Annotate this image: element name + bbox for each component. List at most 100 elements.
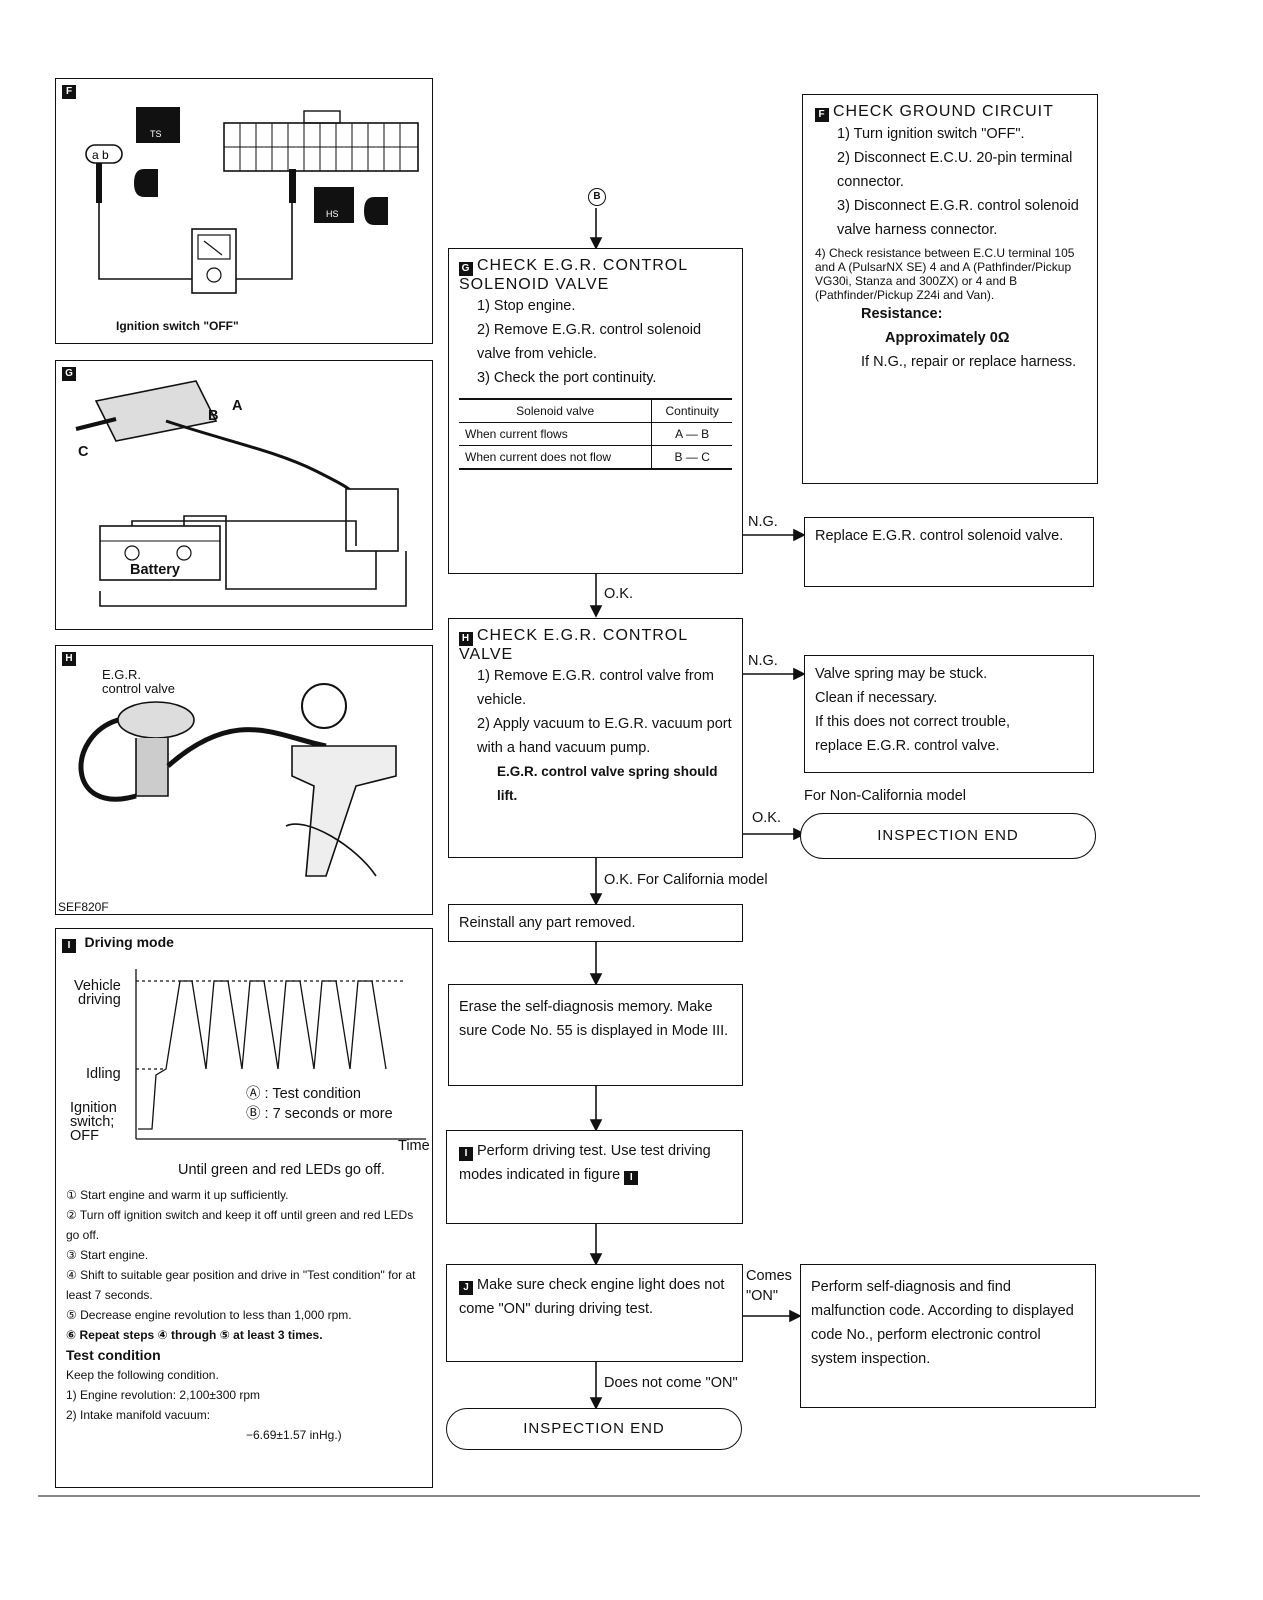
- ok-label-1: O.K.: [604, 586, 634, 602]
- box-f-ng: If N.G., repair or replace harness.: [861, 354, 1077, 370]
- legend-b: Ⓑ : 7 seconds or more: [246, 1106, 393, 1122]
- panel-badge: H: [62, 652, 76, 666]
- solenoid-battery-diagram: [75, 380, 407, 607]
- driving-steps: ① Start engine and warm it up sufficient…: [66, 1185, 424, 1445]
- driving-mode-header: I Driving mode: [62, 934, 174, 953]
- erase-memory-box: Erase the self-diagnosis memory. Make su…: [448, 984, 743, 1086]
- figure-ref-badge: I: [624, 1171, 639, 1185]
- driving-mode-chart: [135, 969, 426, 1140]
- ok-label-2: O.K.: [752, 810, 782, 826]
- box-badge: J: [459, 1281, 473, 1295]
- table-cell: When current does not flow: [459, 445, 653, 469]
- y-label-vehicle: Vehicle driving: [74, 978, 121, 1008]
- valve-line: Valve spring may be stuck.: [815, 666, 988, 682]
- test-1: 1) Engine revolution: 2,100±300 rpm: [66, 1388, 261, 1402]
- port-a-label: A: [232, 398, 243, 414]
- svg-text:a b: a b: [92, 148, 109, 162]
- resistance-value: Approximately 0Ω: [885, 330, 1010, 346]
- egr-valve-label: E.G.R. control valve: [102, 667, 175, 696]
- x-label-time: Time: [398, 1138, 430, 1154]
- table-head: Continuity: [665, 404, 719, 418]
- legend-a-text: : Test condition: [264, 1086, 361, 1102]
- panel-badge: I: [62, 939, 76, 953]
- replace-solenoid-box: Replace E.G.R. control solenoid valve.: [804, 517, 1094, 587]
- ng-label-2: N.G.: [748, 653, 778, 669]
- box-badge: G: [459, 262, 473, 276]
- test-intro: Keep the following condition.: [66, 1368, 219, 1382]
- y-label-ignition: Ignition switch; OFF: [70, 1100, 117, 1144]
- inspection-end-1: INSPECTION END: [800, 813, 1096, 859]
- non-california-label: For Non-California model: [804, 788, 966, 804]
- box-f-step-4: 4) Check resistance between E.C.U termin…: [815, 246, 1075, 302]
- step-4: ④ Shift to suitable gear position and dr…: [66, 1268, 416, 1302]
- svg-text:HS: HS: [326, 209, 339, 219]
- box-h-bold: E.G.R. control valve spring should lift.: [497, 764, 718, 803]
- panel-badge: G: [62, 367, 76, 381]
- valve-stuck-box: Valve spring may be stuck. Clean if nece…: [804, 655, 1094, 773]
- panel-i-driving-mode: I Driving mode Vehicle driving Idling Ig…: [55, 928, 433, 1488]
- table-cell: A — B: [675, 427, 710, 441]
- ng-label-1: N.G.: [748, 514, 778, 530]
- box-h-step-2: 2) Apply vacuum to E.G.R. vacuum port wi…: [477, 716, 732, 756]
- vacuum-pump-diagram: [78, 683, 397, 877]
- check-light-text: Make sure check engine light does not co…: [459, 1277, 725, 1317]
- box-f-step-2: 2) Disconnect E.C.U. 20-pin terminal con…: [837, 150, 1073, 190]
- step-6: ⑥ Repeat steps ④ through ⑤ at least 3 ti…: [66, 1328, 323, 1342]
- table-cell: When current flows: [459, 422, 653, 446]
- box-badge: I: [459, 1147, 473, 1161]
- test-2: 2) Intake manifold vacuum:: [66, 1408, 211, 1422]
- box-badge: H: [459, 632, 473, 646]
- panel-badge: F: [62, 85, 76, 99]
- connector-b: B: [588, 188, 606, 206]
- ok-california-label: O.K. For California model: [604, 872, 768, 888]
- step-2: ② Turn off ignition switch and keep it o…: [66, 1208, 414, 1242]
- panel-g-solenoid-figure: G A B C Battery: [55, 360, 433, 630]
- legend-a: Ⓐ : Test condition: [246, 1086, 361, 1102]
- y-label-idling: Idling: [86, 1066, 121, 1082]
- step-1: ① Start engine and warm it up sufficient…: [66, 1188, 289, 1202]
- valve-line: If this does not correct trouble,: [815, 714, 1011, 730]
- legend-b-text: : 7 seconds or more: [264, 1106, 393, 1122]
- battery-label: Battery: [130, 562, 180, 578]
- perform-self-diagnosis-box: Perform self-diagnosis and find malfunct…: [800, 1264, 1096, 1408]
- step-5: ⑤ Decrease engine revolution to less tha…: [66, 1308, 352, 1322]
- comes-on-label: Comes "ON": [746, 1268, 792, 1304]
- reinstall-box: Reinstall any part removed.: [448, 904, 743, 942]
- table-head: Solenoid valve: [459, 399, 653, 423]
- test-condition-title: Test condition: [66, 1347, 161, 1363]
- box-badge: F: [815, 108, 829, 122]
- valve-line: Clean if necessary.: [815, 690, 938, 706]
- inspection-end-2: INSPECTION END: [446, 1408, 742, 1450]
- panel-f-ground-circuit-figure: F a b TS HS Igni: [55, 78, 433, 344]
- svg-text:TS: TS: [150, 129, 162, 139]
- step-3: ③ Start engine.: [66, 1248, 149, 1262]
- does-not-come-on-label: Does not come "ON": [604, 1375, 738, 1391]
- until-leds-off: Until green and red LEDs go off.: [178, 1162, 385, 1178]
- box-g-step-3: 3) Check the port continuity.: [477, 370, 657, 386]
- panel-h-egr-valve-figure: H E.G.R. control valve SEF820F: [55, 645, 433, 915]
- box-f-step-3: 3) Disconnect E.G.R. control solenoid va…: [837, 198, 1079, 238]
- panel-f-caption: Ignition switch "OFF": [116, 319, 239, 333]
- box-f-step-1: 1) Turn ignition switch "OFF".: [837, 126, 1025, 142]
- table-cell: B — C: [674, 450, 710, 464]
- ohmmeter-wiring-diagram: a b TS HS: [85, 107, 419, 294]
- continuity-table: Solenoid valve Continuity When current f…: [459, 398, 732, 470]
- box-h-step-1: 1) Remove E.G.R. control valve from vehi…: [477, 668, 714, 708]
- box-g-step-1: 1) Stop engine.: [477, 298, 576, 314]
- driving-mode-title: Driving mode: [84, 934, 174, 950]
- driving-test-text: Perform driving test. Use test driving m…: [459, 1143, 711, 1183]
- port-c-label: C: [78, 444, 89, 460]
- box-g-step-2: 2) Remove E.G.R. control solenoid valve …: [477, 322, 702, 362]
- test-2b: −6.69±1.57 inHg.): [246, 1428, 342, 1442]
- valve-line: replace E.G.R. control valve.: [815, 738, 1000, 754]
- figure-code: SEF820F: [58, 900, 109, 914]
